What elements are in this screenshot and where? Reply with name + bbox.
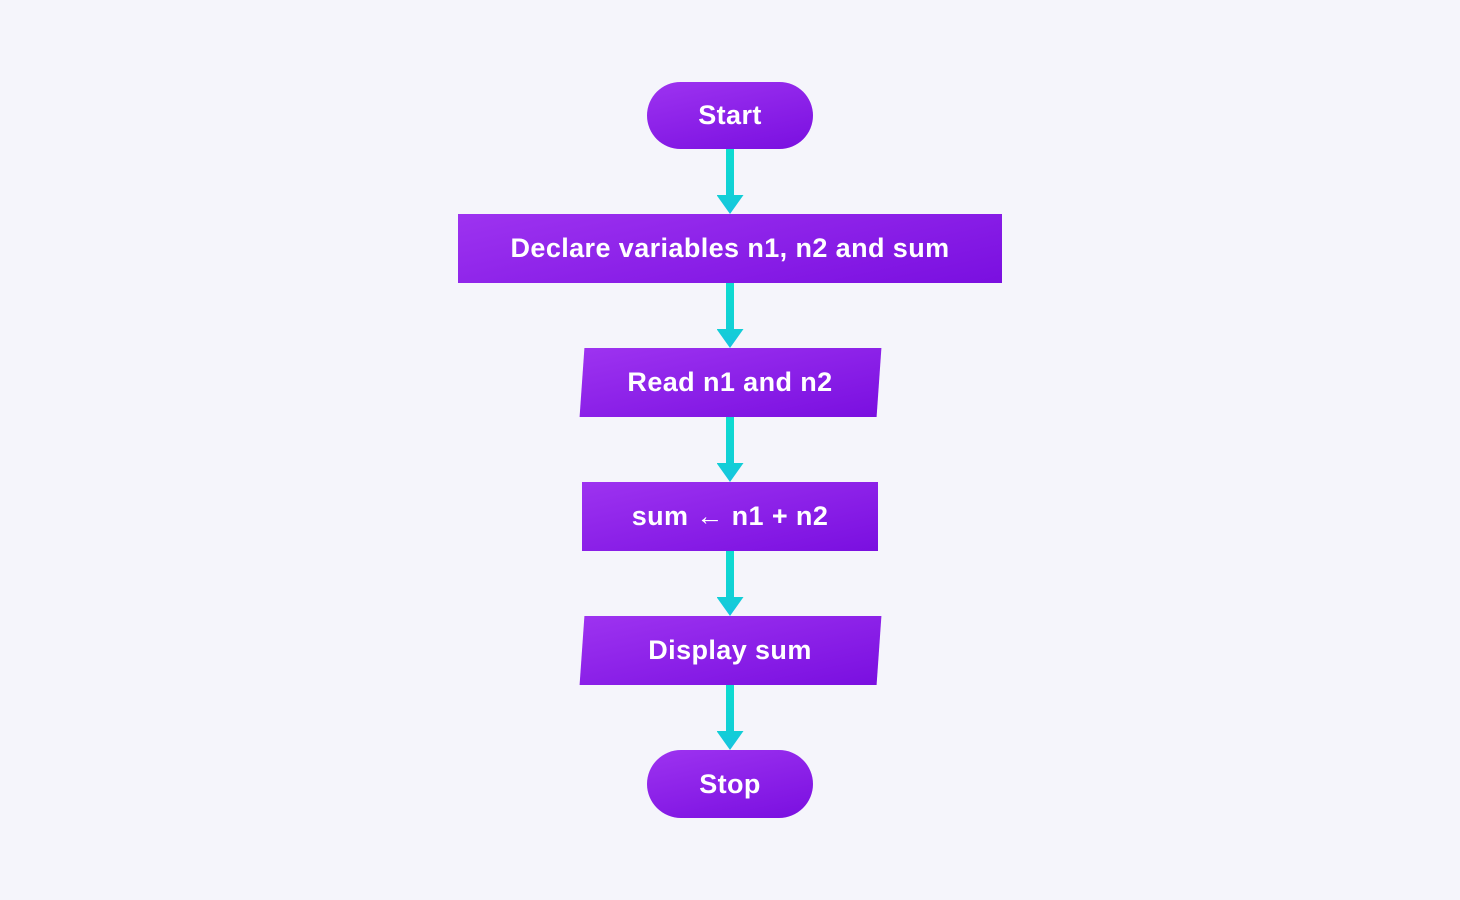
process-compute-sum: sum ← n1 + n2 bbox=[582, 482, 878, 551]
flow-arrow-3 bbox=[716, 417, 744, 482]
arrow-line bbox=[726, 417, 734, 463]
arrow-down-icon bbox=[716, 597, 744, 616]
process-declare-variables: Declare variables n1, n2 and sum bbox=[458, 214, 1002, 283]
arrow-line bbox=[726, 685, 734, 731]
flow-arrow-1 bbox=[716, 149, 744, 214]
terminator-stop: Stop bbox=[647, 750, 813, 818]
arrow-line bbox=[726, 551, 734, 597]
terminator-stop-shape bbox=[647, 750, 813, 818]
process-declare-variables-shape bbox=[458, 214, 1002, 283]
terminator-start: Start bbox=[647, 82, 813, 149]
arrow-down-icon bbox=[716, 329, 744, 348]
io-read-inputs: Read n1 and n2 bbox=[579, 348, 881, 417]
process-declare-variables-label: Declare variables n1, n2 and sum bbox=[510, 233, 950, 263]
io-display-sum: Display sum bbox=[579, 616, 881, 685]
terminator-start-label: Start bbox=[698, 100, 762, 130]
arrow-down-icon bbox=[716, 195, 744, 214]
terminator-start-shape bbox=[647, 82, 813, 149]
flow-arrow-5 bbox=[716, 685, 744, 750]
io-read-inputs-label: Read n1 and n2 bbox=[627, 367, 833, 397]
arrow-down-icon bbox=[716, 731, 744, 750]
flow-arrow-4 bbox=[716, 551, 744, 616]
arrow-line bbox=[726, 149, 734, 195]
io-display-sum-label: Display sum bbox=[648, 635, 812, 665]
process-compute-sum-label: sum ← n1 + n2 bbox=[631, 501, 829, 531]
terminator-stop-label: Stop bbox=[699, 768, 761, 799]
arrow-line bbox=[726, 283, 734, 329]
process-compute-sum-shape bbox=[582, 482, 878, 551]
flow-arrow-2 bbox=[716, 283, 744, 348]
arrow-down-icon bbox=[716, 463, 744, 482]
